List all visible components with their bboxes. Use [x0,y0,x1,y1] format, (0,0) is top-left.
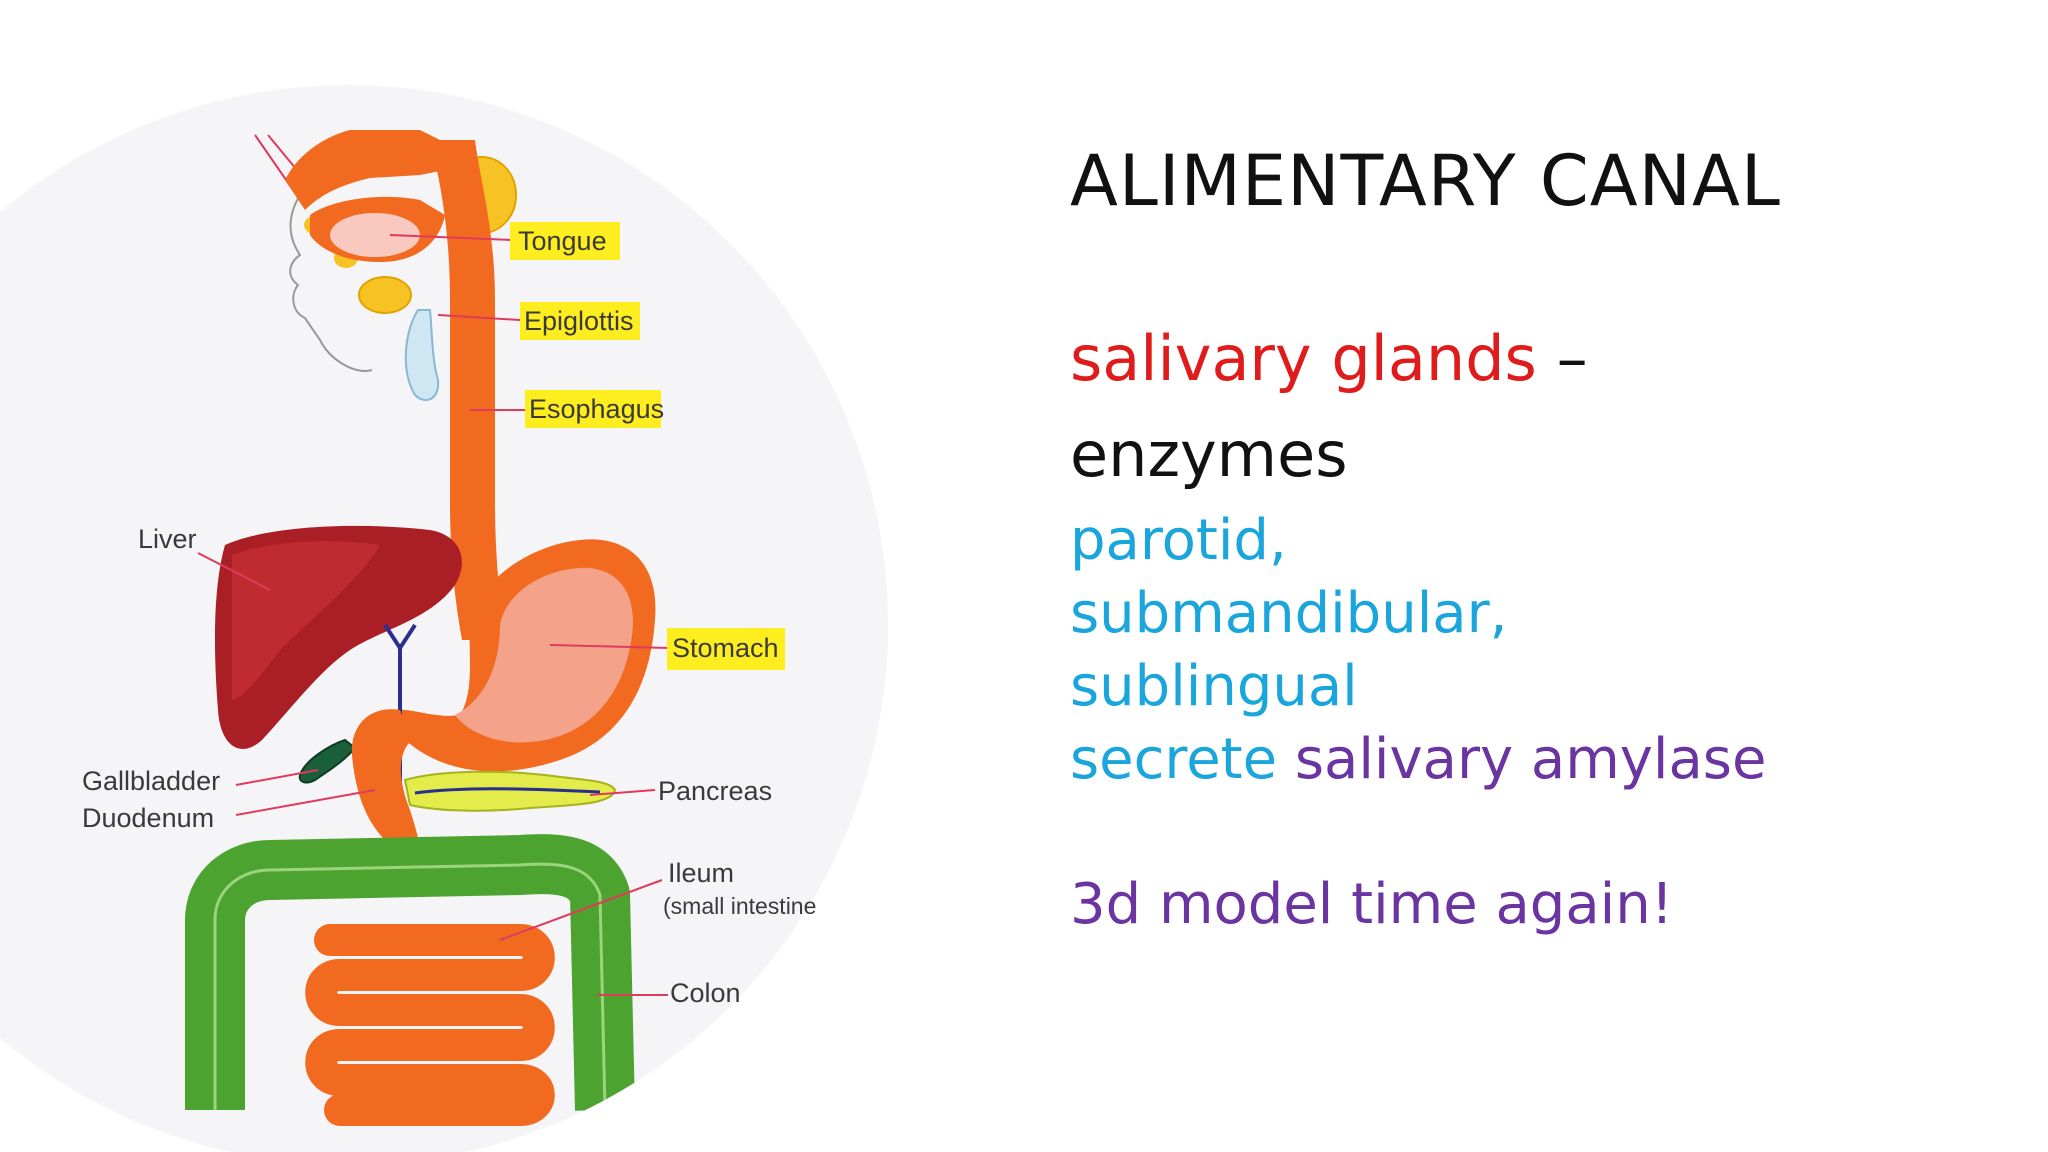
epiglottis-shape [404,309,440,401]
stomach-label: Stomach [672,633,779,663]
pancreas-shape [403,770,617,812]
liver-lobe-shape [232,541,380,700]
epiglottis-highlight [520,302,640,340]
pointer-lines [197,234,671,996]
ileum-sublabel: (small intestine [663,893,816,919]
salivary-glands-line: salivary glands – [1070,322,1588,395]
gland-submandibular: submandibular, [1070,581,1508,646]
esophagus-shape [430,140,505,640]
epiglottis-label: Epiglottis [524,306,634,336]
colon-label: Colon [670,978,741,1008]
dash-text: – [1536,322,1588,395]
small-intestine-shape [305,924,555,1126]
secrete-text: secrete [1070,727,1278,792]
duodenum-label: Duodenum [82,803,214,833]
ileum-label: Ileum [668,858,734,888]
colon-line [213,862,607,1111]
secrete-line: secrete salivary amylase [1070,727,1766,792]
pancreatic-duct-shape [414,787,601,795]
diagram-circle-background [0,85,888,1152]
face-outline [289,194,373,372]
salivary-glands-text: salivary glands [1070,322,1537,395]
submandibular-gland-shape [358,276,412,314]
tongue-highlight [510,222,620,260]
gallbladder-label: Gallbladder [82,766,220,796]
gallbladder-shape [298,738,357,784]
salivary-amylase-text: salivary amylase [1277,727,1767,792]
enzymes-line: enzymes [1070,418,1348,491]
tongue-shape [330,213,420,257]
esophagus-highlight [525,390,661,428]
liver-label: Liver [138,524,197,554]
nasal-cavity-shape [285,130,445,210]
gland-sublingual: sublingual [1070,654,1358,719]
slide-title: ALIMENTARY CANAL [1070,140,1781,222]
esophagus-label: Esophagus [529,394,664,424]
stomach-inner-shape [455,567,633,743]
tongue-label: Tongue [518,226,607,256]
pancreas-label: Pancreas [658,776,772,806]
gland-parotid: parotid, [1070,508,1287,573]
digestive-system-diagram: Tongue Epiglottis Esophagus Liver Stomac… [0,85,888,1152]
stomach-highlight [667,628,785,670]
closing-line: 3d model time again! [1070,872,1674,937]
